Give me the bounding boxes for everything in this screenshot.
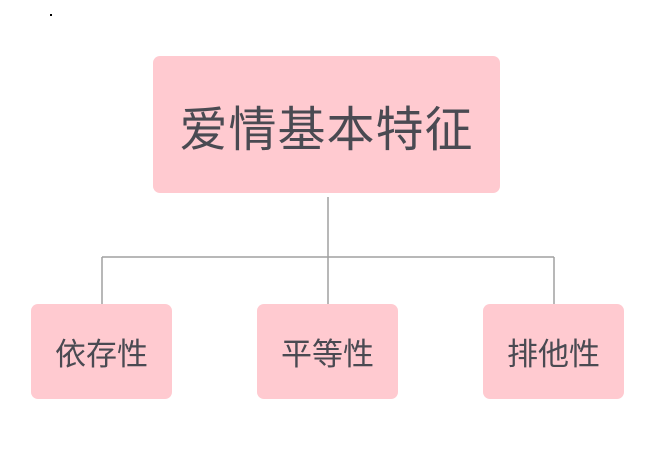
root-node-label: 爱情基本特征 <box>179 101 474 158</box>
child-node-dependence: 依存性 <box>31 304 172 399</box>
child-node-label: 依存性 <box>55 337 148 373</box>
child-node-label: 平等性 <box>281 337 374 373</box>
child-node-equality: 平等性 <box>257 304 398 399</box>
child-node-label: 排他性 <box>507 337 600 373</box>
stray-dot <box>50 14 52 16</box>
root-node: 爱情基本特征 <box>153 56 500 193</box>
child-node-exclusivity: 排他性 <box>483 304 624 399</box>
